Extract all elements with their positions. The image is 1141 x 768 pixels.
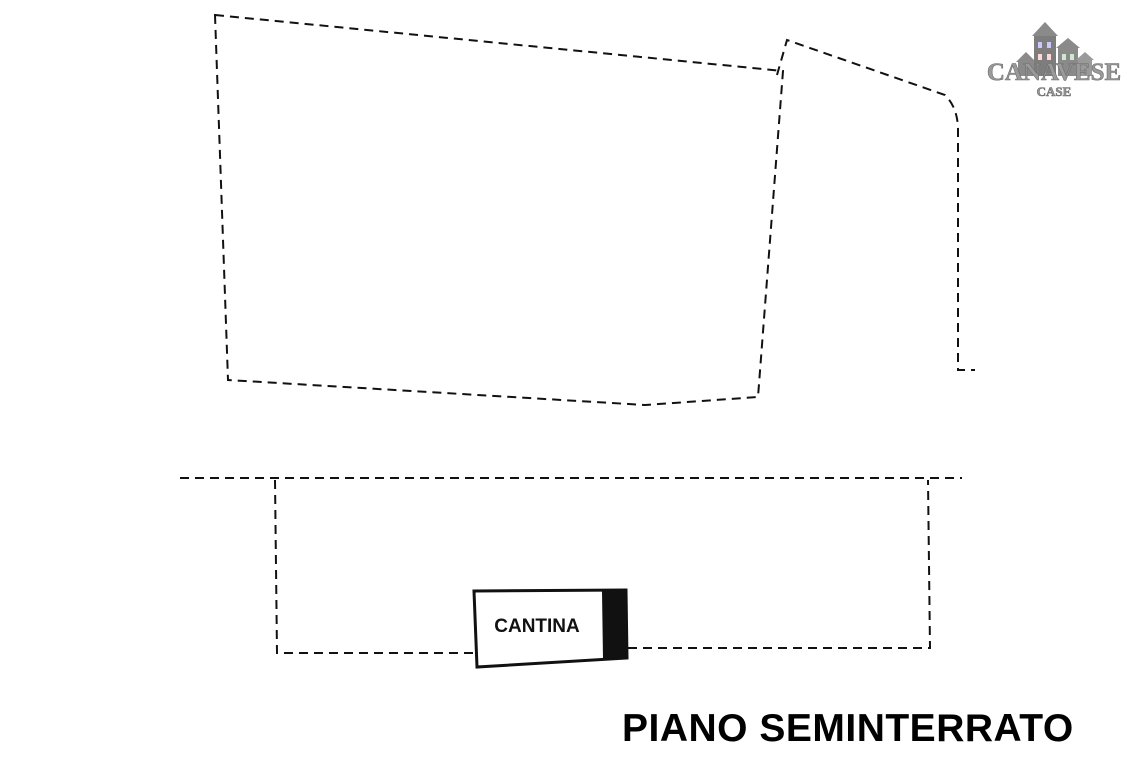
cantina-door-block xyxy=(602,590,627,659)
building-outline-right xyxy=(776,38,975,371)
logo-brand-text: CANAVESE xyxy=(987,59,1121,86)
building-outline-left xyxy=(213,13,785,407)
floor-title: PIANO SEMINTERRATO xyxy=(622,707,1074,750)
cantina-label: CANTINA xyxy=(494,616,580,637)
cantina-room: CANTINA xyxy=(472,588,629,669)
canavese-case-logo: CANAVESE CASE xyxy=(987,22,1121,99)
logo-sub-text: CASE xyxy=(1037,84,1072,99)
houses-icon xyxy=(1016,22,1094,76)
basement-outline xyxy=(274,479,932,654)
